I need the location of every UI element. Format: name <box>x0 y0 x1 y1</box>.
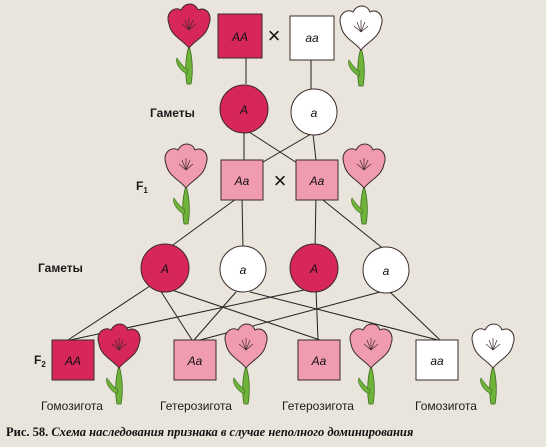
f1-Aa-genotype-right: Aa <box>309 174 325 188</box>
cross-symbol-f1: × <box>274 168 287 193</box>
parent-aa-square <box>289 15 335 61</box>
f2-Aa-square-1 <box>173 339 217 381</box>
flower-icon-p-recessive <box>339 5 383 87</box>
flower-icon-f1-left <box>164 143 208 225</box>
figure-number: Рис. 58. <box>6 425 49 439</box>
gamete-A-label-2a: A <box>160 262 169 276</box>
f1-label: F1 <box>136 179 148 195</box>
f2-caption-1: Гомозигота <box>41 399 103 413</box>
f2-AA-genotype: AA <box>64 354 81 368</box>
f1-Aa-genotype-left: Aa <box>234 174 250 188</box>
figure-caption: Рис. 58. Схема наследования признака в с… <box>6 425 546 440</box>
flower-icon-f2-4 <box>471 323 515 405</box>
parent-aa-genotype: aa <box>305 31 319 45</box>
gametes-label-1: Гаметы <box>150 106 195 120</box>
gamete-A-label-2b: A <box>309 262 318 276</box>
flower-icon-p-dominant <box>167 3 211 85</box>
gamete-A-circle-1 <box>219 84 269 134</box>
gamete-a-circle-2b <box>362 246 410 294</box>
f2-AA-square <box>51 339 95 381</box>
inheritance-diagram: AA × aa Гаметы A a F1 Aa × Aa Гаметы A a… <box>34 3 515 413</box>
gamete-A-circle-2b <box>289 243 339 293</box>
f2-aa-square <box>415 339 459 381</box>
f2-Aa-square-2 <box>297 339 341 381</box>
f2-label: F2 <box>34 353 46 369</box>
f2-aa-genotype: aa <box>430 354 444 368</box>
f2-caption-2: Гетерозигота <box>160 399 232 413</box>
f2-caption-4: Гомозигота <box>415 399 477 413</box>
gamete-A-circle-2a <box>140 243 190 293</box>
f2-caption-3: Гетерозигота <box>282 399 354 413</box>
gamete-a-circle-1 <box>290 88 338 136</box>
gamete-a-circle-2a <box>219 245 267 293</box>
parent-AA-genotype: AA <box>231 30 248 44</box>
flower-icon-f2-1 <box>97 323 141 405</box>
figure-title: Схема наследования признака в случае неп… <box>51 425 414 439</box>
parent-AA-square <box>217 13 263 59</box>
connector-lines <box>67 58 441 341</box>
f2-Aa-genotype-2: Aa <box>311 354 327 368</box>
gametes-label-2: Гаметы <box>38 261 83 275</box>
gamete-A-label-1: A <box>239 103 248 117</box>
cross-symbol-p: × <box>268 23 281 48</box>
gamete-a-label-2b: a <box>383 264 390 278</box>
f1-Aa-square-left <box>220 159 264 201</box>
flower-icon-f1-right <box>342 143 386 225</box>
gamete-a-label-1: a <box>311 106 318 120</box>
flower-icon-f2-2 <box>224 323 268 405</box>
f2-Aa-genotype-1: Aa <box>187 354 203 368</box>
f1-Aa-square-right <box>295 159 339 201</box>
flower-icon-f2-3 <box>349 323 393 405</box>
gamete-a-label-2a: a <box>240 263 247 277</box>
